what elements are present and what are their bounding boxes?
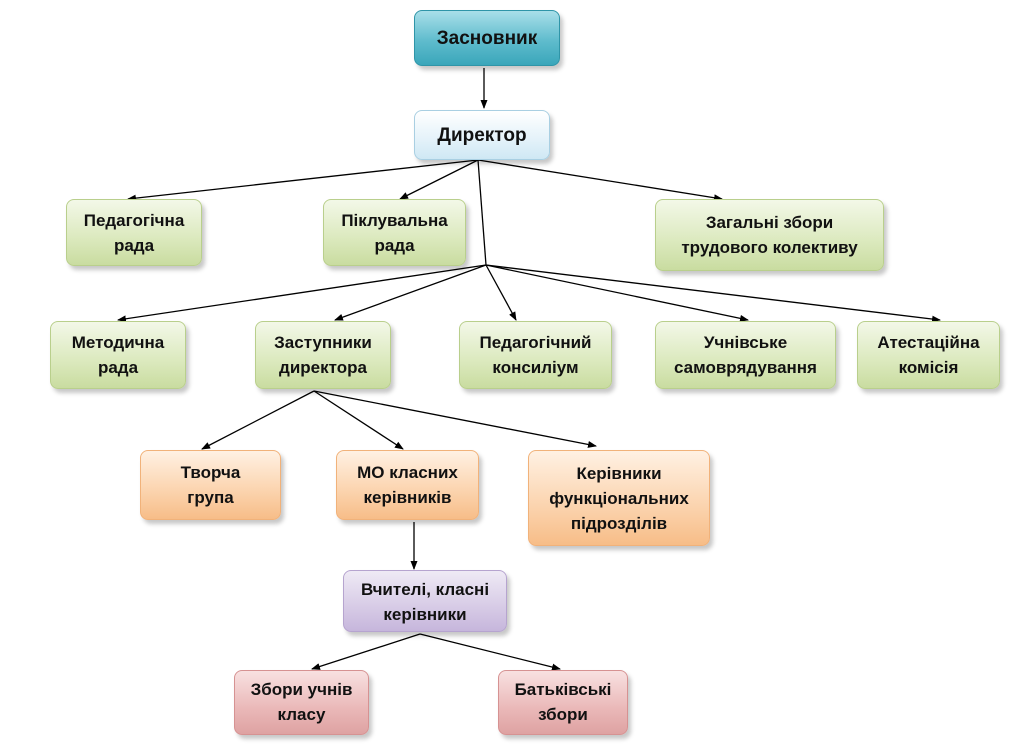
edge-deputy-creative-group	[201, 390, 315, 450]
edge-director-general-meeting	[477, 159, 723, 202]
node-student-meetings: Збори учнів класу	[234, 670, 369, 735]
edge-junction-attestation-commission	[485, 264, 941, 323]
edge-teachers-parent-meetings	[419, 633, 561, 671]
edge-junction-methodical-council	[117, 264, 487, 323]
node-teachers-class-teachers: Вчителі, класні керівники	[343, 570, 507, 632]
node-creative-group: Творча група	[140, 450, 281, 520]
edge-junction-student-self-government	[485, 264, 749, 322]
edge-teachers-student-meetings	[311, 633, 421, 670]
node-board-of-trustees: Піклувальна рада	[323, 199, 466, 266]
node-deputy-directors: Заступники директора	[255, 321, 391, 389]
node-parent-meetings: Батьківські збори	[498, 670, 628, 735]
edge-junction-deputy-directors	[334, 264, 487, 321]
edge-director-pedagogical-council	[127, 159, 479, 202]
edge-director-junction	[477, 159, 487, 266]
node-pedagogical-council: Педагогічна рада	[66, 199, 202, 266]
edge-deputy-functional-units	[313, 390, 597, 448]
node-general-meeting: Загальні збори трудового колективу	[655, 199, 884, 271]
edge-director-board-of-trustees	[399, 159, 479, 200]
node-founder: Засновник	[414, 10, 560, 66]
node-methodical-council: Методична рада	[50, 321, 186, 389]
node-pedagogical-consilium: Педагогічний консиліум	[459, 321, 612, 389]
edge-deputy-mo-class-teachers	[313, 390, 404, 450]
node-director: Директор	[414, 110, 550, 160]
node-student-self-government: Учнівське самоврядування	[655, 321, 836, 389]
node-mo-class-teachers: МО класних керівників	[336, 450, 479, 520]
edge-junction-pedagogical-consilium	[485, 264, 517, 321]
node-attestation-commission: Атестаційна комісія	[857, 321, 1000, 389]
node-functional-unit-heads: Керівники функціональних підрозділів	[528, 450, 710, 546]
